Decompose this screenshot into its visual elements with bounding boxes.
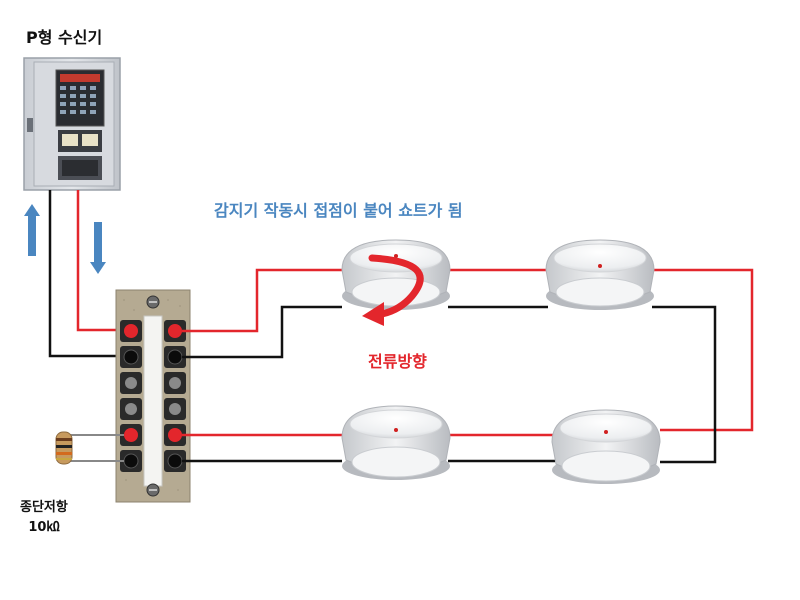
terminal-block-icon — [115, 289, 191, 503]
receiver-panel-icon — [23, 57, 121, 191]
detector-icon — [341, 405, 451, 480]
current-direction-label: 전류방향 — [368, 352, 427, 371]
panel-wires — [48, 190, 130, 358]
receiver-title: P형 수신기 — [26, 28, 103, 47]
end-resistor-name: 종단저항 — [20, 500, 68, 515]
end-resistor-value: 10㏀ — [28, 520, 60, 535]
end-resistor-label: 종단저항 10㏀ — [20, 498, 68, 538]
arrow-up-icon — [24, 204, 40, 256]
detector-icon — [341, 239, 451, 310]
resistor-icon — [55, 431, 124, 465]
loop-wires — [182, 268, 754, 464]
current-arrow-icon — [362, 254, 424, 326]
arrow-down-icon — [90, 222, 106, 274]
detector-icon — [551, 409, 661, 484]
detector-icon — [545, 239, 655, 310]
detector-note: 감지기 작동시 접점이 붙어 쇼트가 됨 — [214, 201, 463, 220]
